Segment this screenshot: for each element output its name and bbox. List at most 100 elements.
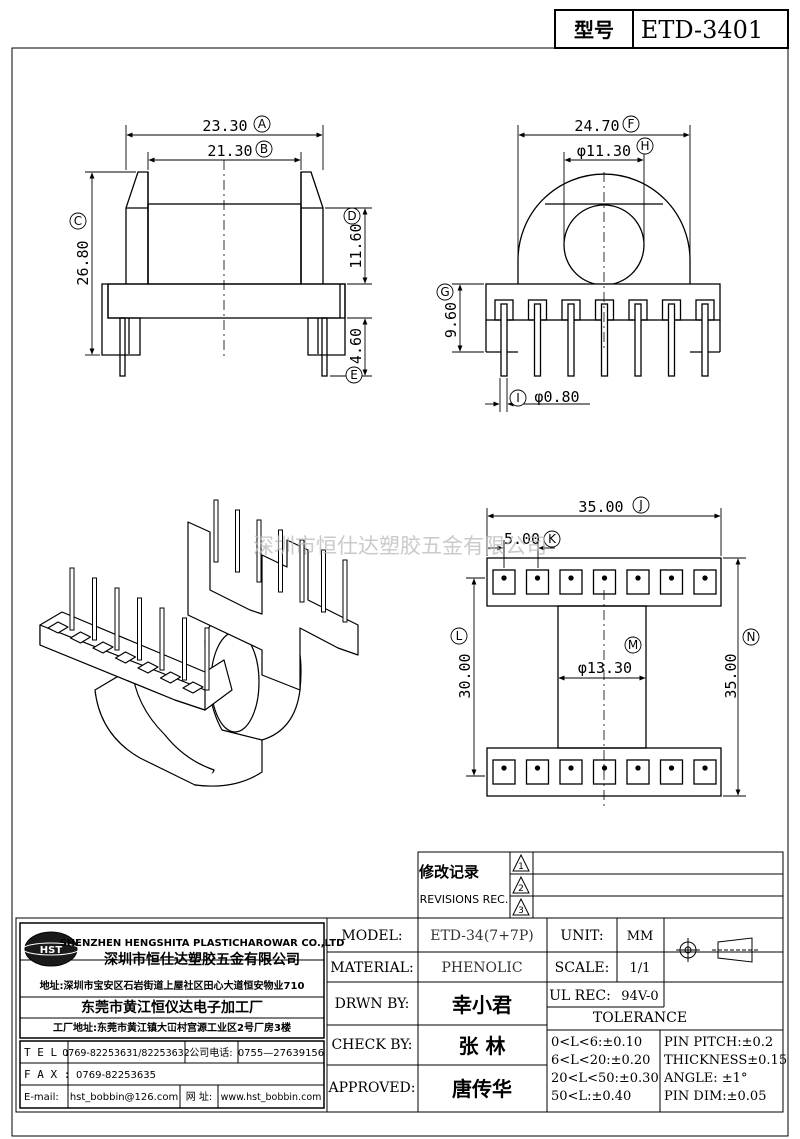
angle-tolerance: ANGLE: ±1° — [663, 1071, 747, 1086]
dim-h-letter: H — [640, 139, 649, 153]
top-pin-pad — [693, 759, 717, 785]
iso-front-pin — [182, 617, 187, 681]
dim-e-letter: E — [350, 368, 358, 382]
front-view-dimensions — [85, 125, 372, 377]
dim-g-marker — [436, 283, 454, 301]
model-label: MODEL: — [341, 928, 402, 944]
dim-n-letter: N — [747, 630, 756, 644]
top-pin-pad — [693, 569, 717, 595]
web-label: 网 址: — [186, 1090, 213, 1103]
iso-front-tooth — [182, 681, 204, 694]
scale-value: 1/1 — [630, 961, 651, 976]
projection-symbol-icon — [676, 937, 758, 963]
top-pin-hole — [668, 765, 675, 771]
dim-b-value: 21.30 — [207, 142, 252, 160]
fax-value: 0769-82253635 — [76, 1070, 156, 1081]
iso-back-pin — [278, 529, 283, 593]
isometric-view — [39, 521, 359, 787]
iso-back-pin — [235, 509, 240, 573]
tolerance-row-4: 50<L:±0.40 — [551, 1089, 631, 1104]
side-view — [485, 172, 721, 377]
iso-front-pin — [159, 607, 165, 671]
factory-address: 工厂地址:东莞市黄江镇大冚村宫源工业区2号厂房3楼 — [53, 1021, 291, 1034]
iso-front-tooth — [69, 631, 92, 644]
dim-i-marker — [509, 389, 527, 407]
side-pin — [701, 303, 709, 377]
material-label: MATERIAL: — [330, 960, 413, 976]
dim-f-value: 24.70 — [574, 117, 619, 135]
tolerance-row-2: 6<L<20:±0.20 — [551, 1053, 650, 1068]
company-address: 地址:深圳市宝安区石岩街道上屋社区田心大道恒安物业710 — [40, 979, 305, 992]
iso-back-pin — [342, 559, 348, 623]
dim-f-letter: F — [628, 117, 635, 131]
phone-label: 公司电话: — [189, 1046, 232, 1059]
dim-d-value: 11.60 — [347, 223, 365, 268]
dim-m-letter: M — [628, 638, 638, 652]
dim-k-value: 5.00 — [504, 530, 540, 548]
top-pin-hole — [635, 765, 641, 771]
top-pin-pad — [559, 569, 583, 595]
dim-a-letter: A — [258, 117, 267, 131]
top-pin-hole — [568, 765, 574, 771]
top-pin-pad — [659, 569, 684, 595]
dim-j-marker — [632, 496, 650, 514]
front-view — [101, 160, 346, 377]
iso-front-pin — [114, 587, 120, 651]
side-pin — [667, 303, 676, 377]
company-logo: HST — [22, 931, 80, 967]
email-label: E-mail: — [24, 1092, 59, 1103]
top-pin-hole — [702, 765, 708, 771]
email-value: hst_bobbin@126.com — [70, 1092, 178, 1103]
iso-back-pin — [299, 539, 305, 603]
iso-front-pin — [204, 627, 210, 691]
revision-mark-3: 3 — [518, 906, 524, 916]
fax-label: F A X : — [24, 1068, 70, 1081]
iso-front-pin — [92, 577, 97, 641]
iso-front-pin — [137, 597, 142, 661]
top-pin-pad — [559, 759, 583, 785]
scale-label: SCALE: — [555, 960, 610, 976]
company-name-en: SHENZHEN HENGSHITA PLASTICHAROWAR CO.,LT… — [60, 938, 345, 949]
iso-front-tooth — [137, 661, 159, 674]
dim-h-marker — [636, 137, 654, 155]
material-value: PHENOLIC — [441, 960, 522, 976]
side-pin — [567, 303, 575, 377]
top-pin-pad — [492, 759, 516, 785]
top-pin-pad — [525, 569, 550, 595]
model-header-box: 型号 ETD-3401 — [554, 9, 789, 49]
dim-a-value: 23.30 — [202, 117, 247, 135]
top-pin-hole — [635, 575, 641, 581]
dim-c-letter: C — [74, 214, 82, 228]
side-pin — [533, 303, 542, 377]
tel-label: T E L : — [24, 1046, 70, 1059]
side-pin — [634, 303, 642, 377]
watermark: 深圳市恒仕达塑胶五金有限公司 — [253, 534, 547, 558]
top-pin-hole — [702, 575, 708, 581]
dim-l-letter: L — [456, 629, 463, 643]
top-pin-pad — [626, 759, 650, 785]
side-view-dimensions — [452, 125, 691, 412]
top-pin-pad — [525, 759, 550, 785]
top-pin-hole — [568, 575, 574, 581]
side-pin — [600, 303, 609, 377]
dim-e-marker — [345, 366, 363, 384]
iso-front-tooth — [114, 651, 137, 664]
dim-k-marker — [543, 530, 561, 548]
iso-back-pin — [321, 549, 326, 613]
top-pin-hole — [501, 575, 507, 581]
top-view — [486, 557, 722, 810]
factory-name: 东莞市黄江恒仪达电子加工厂 — [81, 999, 263, 1016]
iso-back-pin — [213, 499, 219, 563]
revisions-table — [417, 851, 784, 919]
top-pin-pad — [626, 569, 650, 595]
revision-mark-2: 2 — [518, 884, 524, 894]
iso-front-tooth — [47, 621, 69, 634]
dim-j-letter: J — [638, 498, 643, 512]
title-block — [15, 917, 784, 1113]
check-by-value: 张 林 — [459, 1034, 506, 1058]
web-value: www.hst_bobbin.com — [221, 1092, 322, 1103]
model-header-value: ETD-3401 — [641, 16, 763, 44]
top-pin-hole — [601, 765, 608, 771]
dim-g-value: 9.60 — [442, 302, 460, 338]
